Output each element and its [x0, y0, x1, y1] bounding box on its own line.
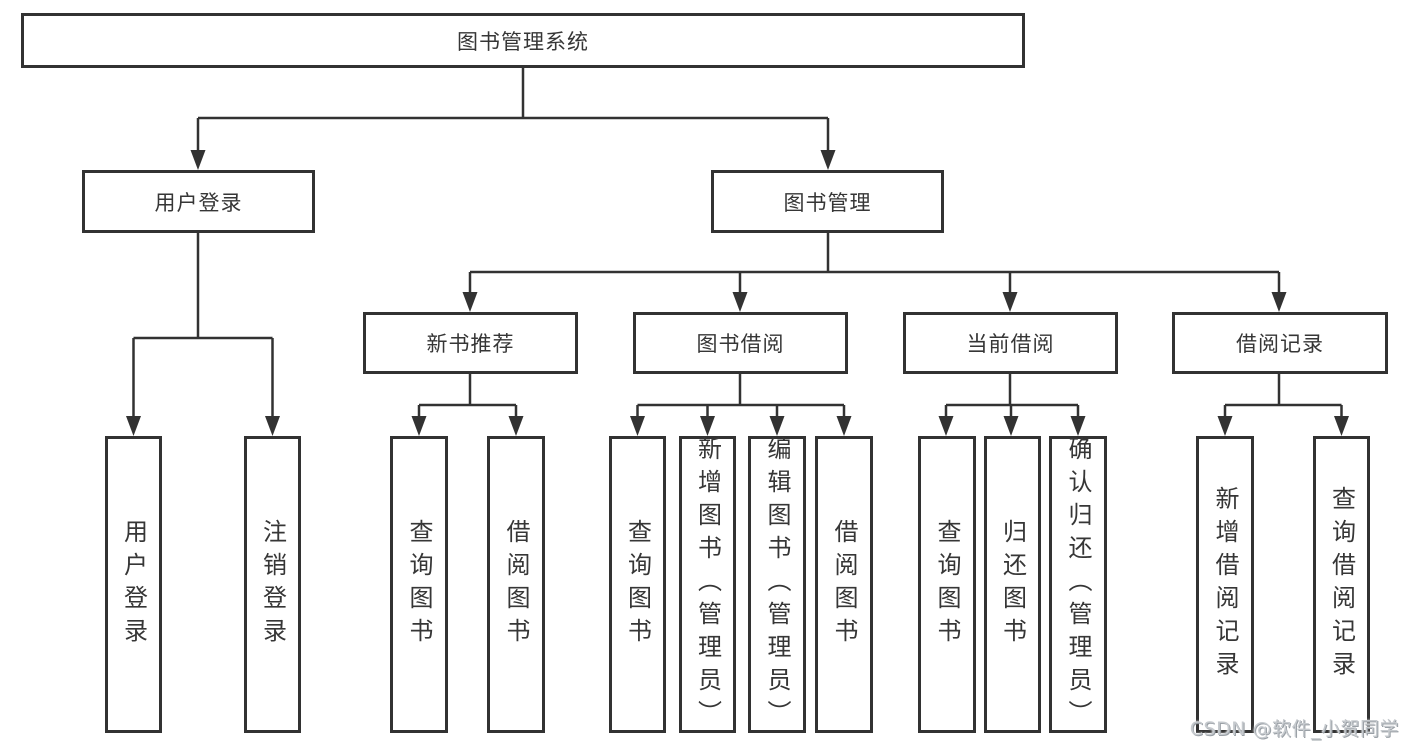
leaf-borrow-books-borrow: 借阅图书	[815, 436, 873, 733]
leaf-user-login-label: 用户登录	[119, 518, 148, 651]
node-book-borrow: 图书借阅	[633, 312, 848, 374]
leaf-query-books-current: 查询图书	[918, 436, 976, 733]
node-new-book-recommend-label: 新书推荐	[426, 332, 515, 356]
leaf-add-book-admin: 新增图书（管理员）	[679, 436, 736, 733]
node-root-system: 图书管理系统	[21, 13, 1025, 68]
leaf-logout-label: 注销登录	[258, 518, 287, 651]
leaf-query-books-recommend: 查询图书	[390, 436, 448, 733]
leaf-edit-book-admin: 编辑图书（管理员）	[748, 436, 806, 733]
leaf-confirm-return-admin: 确认归还（管理员）	[1049, 436, 1107, 733]
leaf-logout: 注销登录	[244, 436, 301, 733]
leaf-borrow-books-recommend: 借阅图书	[487, 436, 545, 733]
leaf-borrow-books-borrow-label: 借阅图书	[830, 518, 858, 651]
leaf-query-borrow-record: 查询借阅记录	[1313, 436, 1370, 733]
leaf-user-login: 用户登录	[105, 436, 162, 733]
leaf-borrow-books-recommend-label: 借阅图书	[502, 518, 530, 651]
leaf-query-books-recommend-label: 查询图书	[405, 518, 433, 651]
node-book-management-label: 图书管理	[783, 190, 872, 215]
leaf-edit-book-admin-label: 编辑图书（管理员）	[763, 436, 791, 733]
node-borrow-records: 借阅记录	[1172, 312, 1388, 374]
node-user-login-label: 用户登录	[154, 190, 243, 215]
leaf-query-books-borrow: 查询图书	[609, 436, 666, 733]
leaf-return-book-label: 归还图书	[998, 518, 1027, 651]
node-current-borrow-label: 当前借阅	[966, 332, 1055, 356]
leaf-query-borrow-record-label: 查询借阅记录	[1327, 485, 1356, 684]
leaf-add-borrow-record: 新增借阅记录	[1196, 436, 1254, 733]
leaf-add-book-admin-label: 新增图书（管理员）	[693, 436, 722, 733]
node-book-management: 图书管理	[711, 170, 944, 233]
leaf-add-borrow-record-label: 新增借阅记录	[1211, 485, 1239, 684]
leaf-confirm-return-admin-label: 确认归还（管理员）	[1064, 436, 1092, 733]
node-new-book-recommend: 新书推荐	[363, 312, 578, 374]
node-current-borrow: 当前借阅	[903, 312, 1118, 374]
arrowheads	[126, 150, 1349, 436]
node-book-borrow-label: 图书借阅	[696, 332, 785, 356]
node-user-login: 用户登录	[82, 170, 315, 233]
csdn-watermark: CSDN @软件_小贺同学	[1189, 718, 1399, 740]
node-root-label: 图书管理系统	[457, 29, 589, 54]
leaf-query-books-borrow-label: 查询图书	[623, 518, 652, 651]
leaf-return-book: 归还图书	[984, 436, 1041, 733]
leaf-query-books-current-label: 查询图书	[933, 518, 961, 651]
node-borrow-records-label: 借阅记录	[1236, 332, 1324, 356]
